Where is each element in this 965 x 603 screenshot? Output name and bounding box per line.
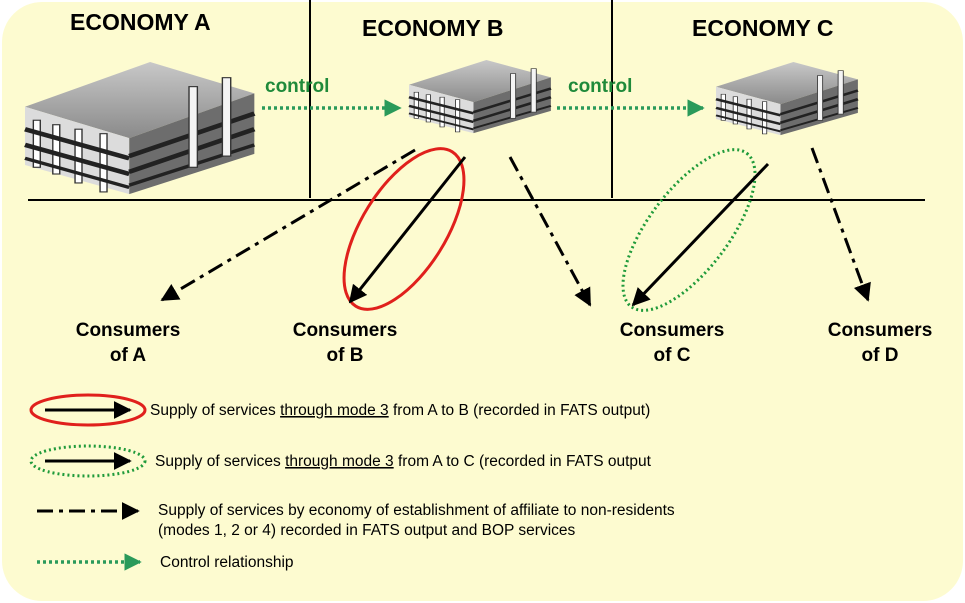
economy-c-title: ECONOMY C: [692, 15, 833, 41]
mode3-arrow-b: [348, 156, 467, 304]
consumers-c-line2: of C: [654, 345, 691, 366]
nonres-arrow-c: [508, 156, 592, 307]
legend-nonres-line1: Supply of services by economy of establi…: [158, 502, 675, 519]
mode3-ac-ellipse: [621, 148, 757, 312]
mode3-arrow-c: [631, 162, 770, 307]
consumers-d-line1: Consumers: [828, 320, 933, 341]
legend-control: Control relationship: [160, 554, 294, 571]
consumers-c-line1: Consumers: [620, 320, 725, 341]
consumers-b-line2: of B: [327, 345, 364, 366]
legend: Supply of services through mode 3 from A…: [29, 393, 675, 571]
legend-mode3-ac: Supply of services through mode 3 from A…: [155, 453, 652, 470]
economy-a-title: ECONOMY A: [70, 9, 211, 35]
legend-nonres-line2: (modes 1, 2 or 4) recorded in FATS outpu…: [158, 522, 576, 539]
legend-mode3-ab: Supply of services through mode 3 from A…: [150, 402, 650, 419]
legend-green-ellipse: [29, 444, 147, 478]
consumers-a-line1: Consumers: [76, 320, 181, 341]
legend-red-ellipse: [29, 393, 147, 427]
consumers-d-line2: of D: [862, 345, 899, 366]
mode3-ab-ellipse: [342, 147, 466, 311]
control-label-ab: control: [265, 76, 329, 97]
control-label-bc: control: [568, 76, 632, 97]
nonres-arrow-d: [810, 147, 871, 302]
consumers-a-line2: of A: [110, 345, 147, 366]
consumers-b-line1: Consumers: [293, 320, 398, 341]
economy-b-title: ECONOMY B: [362, 15, 503, 41]
